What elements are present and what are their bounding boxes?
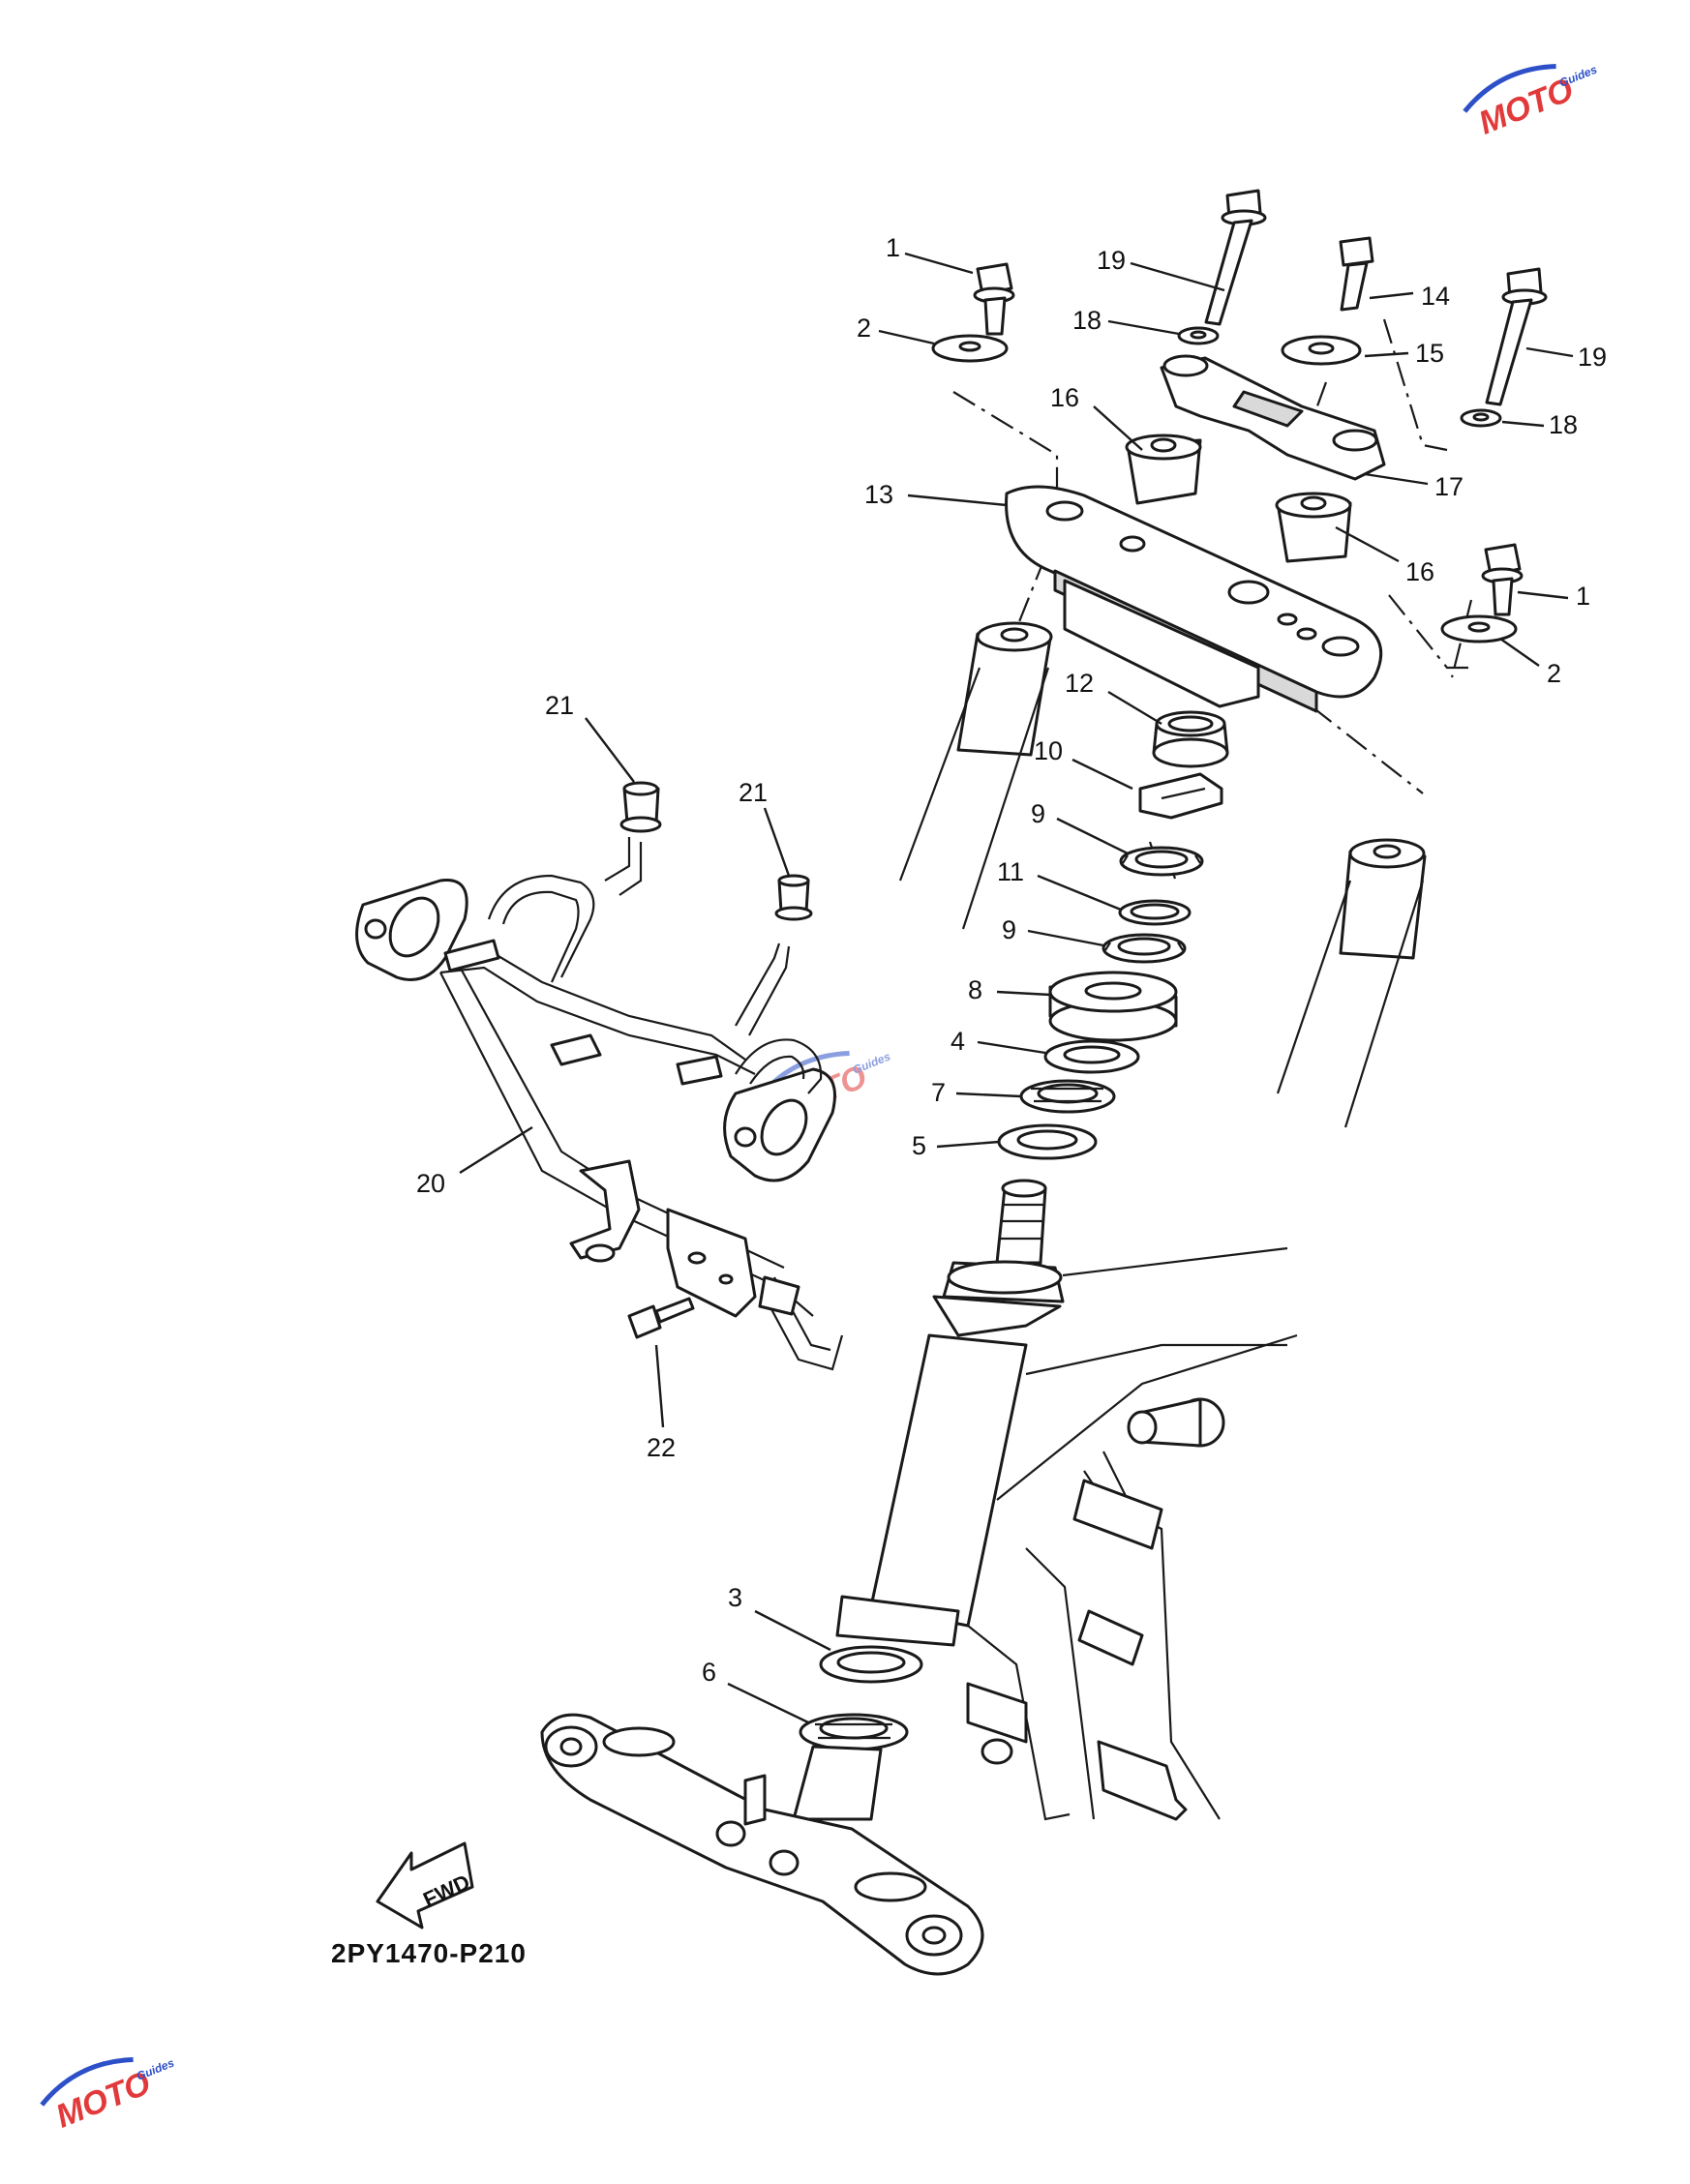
lower-bracket [540,1713,984,1976]
callout-13: 13 [864,480,893,509]
fwd-arrow-icon: FWD [376,1841,474,1930]
callout-3: 3 [728,1583,742,1612]
bolt-1-right [1481,543,1524,616]
diagram-code: 2PY1470-P210 [331,1938,527,1968]
handlebar-holder-lower-left [1125,434,1202,505]
callout-19: 19 [1097,246,1126,275]
callouts: 1 2 1 2 19 18 14 15 19 18 16 17 16 13 12… [416,233,1607,1687]
fork-tube-right [1276,838,1427,1128]
callout-17: 17 [1434,472,1464,501]
callout-11: 11 [997,857,1024,886]
steering-head-frame [835,1179,1298,1821]
washer-18-right [1460,408,1502,428]
handlebar-holder-lower-right [1275,492,1352,563]
callout-20: 20 [416,1169,445,1198]
callout-2: 2 [857,314,871,343]
callout-14: 14 [1421,282,1450,311]
callout-8: 8 [968,975,982,1004]
bolt-19-right [1485,267,1548,406]
bolt-19-left [1204,189,1267,326]
bolt-1-upper-left [973,262,1015,336]
callout-21: 21 [545,691,574,720]
grommet-21-left [619,781,662,833]
callout-4: 4 [951,1027,965,1056]
washer-2-upper-left [931,334,1009,363]
callout-18: 18 [1072,306,1102,335]
bolt-22 [627,1297,695,1339]
washer-18-left [1177,326,1220,345]
lower-race-3 [819,1645,923,1684]
callout-10: 10 [1034,736,1063,765]
callout-16: 16 [1050,383,1079,412]
fork-tube-left [898,621,1053,930]
svg-text:Guides: Guides [851,1049,892,1076]
grommet-21-right [774,874,813,921]
handlebar-holder-upper [1160,354,1386,481]
watermark-logo-top: MOTO Guides [1463,62,1599,142]
leader-lines [459,252,1574,1724]
callout-22: 22 [647,1433,676,1462]
callout-1: 1 [1576,582,1590,611]
callout-5: 5 [912,1131,926,1160]
washer-15 [1281,335,1362,366]
steering-stack [997,710,1229,1160]
callout-9: 9 [1002,915,1016,944]
svg-text:Guides: Guides [1557,62,1599,89]
callout-19: 19 [1578,343,1607,372]
callout-9: 9 [1031,799,1045,828]
callout-15: 15 [1415,339,1444,368]
callout-7: 7 [931,1078,946,1107]
bolt-14 [1339,236,1374,312]
washer-2-right [1440,614,1518,643]
callout-1: 1 [886,233,900,262]
callout-6: 6 [702,1658,716,1687]
upper-bracket [1005,485,1383,713]
callout-12: 12 [1065,669,1094,698]
lower-bearing-6 [799,1713,909,1751]
callout-2: 2 [1547,659,1561,688]
callout-21: 21 [739,778,768,807]
callout-16: 16 [1405,557,1434,586]
svg-text:Guides: Guides [135,2055,176,2082]
watermark-logo-bottom: MOTO Guides [40,2055,176,2136]
callout-18: 18 [1549,410,1578,439]
headlight-bracket [355,837,844,1371]
